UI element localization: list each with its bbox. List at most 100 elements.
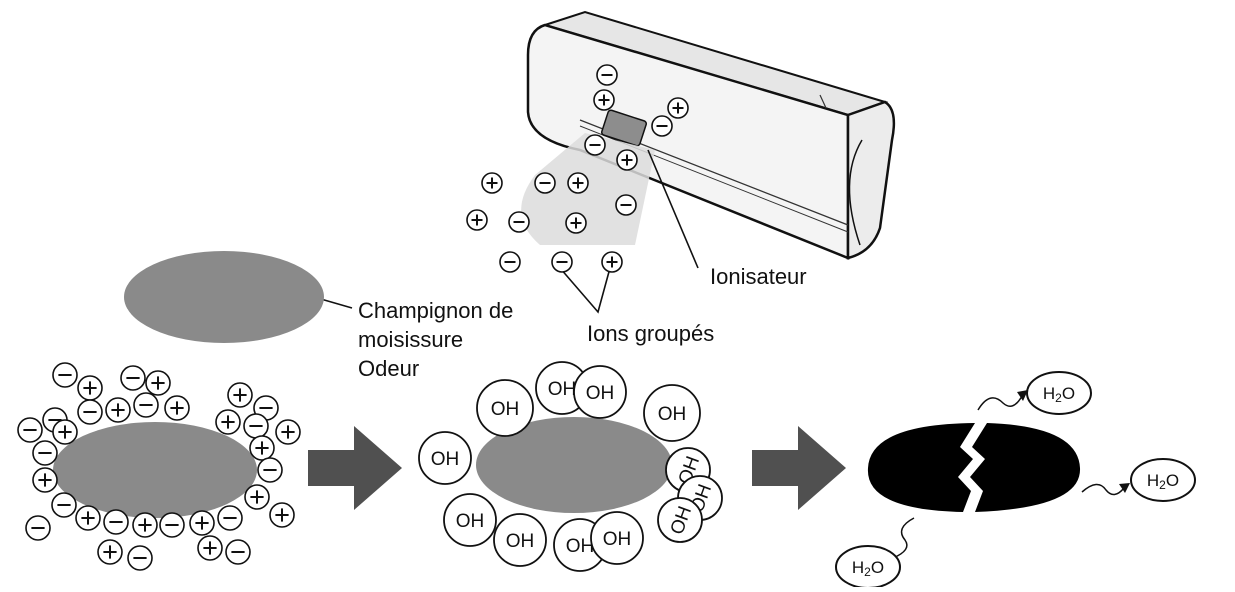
positive-ion	[593, 89, 615, 111]
positive-ion	[249, 435, 275, 461]
hydroxyl-radical: OH	[643, 384, 701, 442]
mold-spore-sample	[124, 251, 324, 343]
clustered-ions-label: Ions groupés	[587, 321, 714, 346]
positive-ion	[466, 209, 488, 231]
water-arrowhead-right	[1119, 483, 1130, 493]
positive-ion	[565, 212, 587, 234]
mold-label-line-2: moisissure	[358, 327, 463, 352]
stage1-ion-cluster	[17, 362, 301, 571]
hydroxyl-label: OH	[431, 449, 460, 470]
negative-ion	[225, 539, 251, 565]
negative-ion	[133, 392, 159, 418]
hydroxyl-label: OH	[548, 379, 577, 400]
water-label: H2O	[852, 558, 884, 579]
hydroxyl-radical: OH	[573, 365, 627, 419]
positive-ion	[567, 172, 589, 194]
negative-ion	[52, 362, 78, 388]
positive-ion	[77, 375, 103, 401]
water-arrow-top	[977, 395, 1023, 411]
positive-ion	[32, 467, 58, 493]
negative-ion	[32, 440, 58, 466]
negative-ion	[127, 545, 153, 571]
mold-label-line-1: Champignon de	[358, 298, 513, 323]
positive-ion	[97, 539, 123, 565]
water-molecule: H2O	[835, 545, 901, 589]
negative-ion	[120, 365, 146, 391]
positive-ion	[601, 251, 623, 273]
positive-ion	[105, 397, 131, 423]
hydroxyl-label: OH	[566, 536, 595, 557]
hydroxyl-label: OH	[586, 383, 615, 404]
positive-ion	[164, 395, 190, 421]
positive-ion	[52, 419, 78, 445]
negative-ion	[159, 512, 185, 538]
positive-ion	[75, 505, 101, 531]
negative-ion	[103, 509, 129, 535]
positive-ion	[667, 97, 689, 119]
hydroxyl-label: OH	[491, 399, 520, 420]
water-arrow-right	[1081, 483, 1125, 496]
ions-leader-line	[559, 267, 611, 314]
positive-ion	[616, 149, 638, 171]
negative-ion	[651, 115, 673, 137]
process-arrow-1	[308, 426, 402, 510]
mold-with-ions	[53, 422, 257, 518]
negative-ion	[534, 172, 556, 194]
unit-end-curve	[848, 139, 863, 246]
positive-ion	[189, 510, 215, 536]
negative-ion	[17, 417, 43, 443]
water-label: H2O	[1147, 471, 1179, 492]
unit-seam	[819, 94, 827, 109]
hydroxyl-radical: OH	[493, 513, 547, 567]
negative-ion	[243, 413, 269, 439]
hydroxyl-radical: OH	[590, 511, 644, 565]
positive-ion	[197, 535, 223, 561]
destroyed-mold-right	[970, 423, 1081, 512]
negative-ion	[25, 515, 51, 541]
hydroxyl-label: OH	[603, 529, 632, 550]
negative-ion	[584, 134, 606, 156]
water-arrow-bottom	[892, 517, 915, 559]
mold-with-oh	[476, 417, 672, 513]
negative-ion	[51, 492, 77, 518]
positive-ion	[132, 512, 158, 538]
hydroxyl-label: OH	[658, 404, 687, 425]
emitted-ion-group	[466, 64, 689, 273]
negative-ion	[615, 194, 637, 216]
positive-ion	[215, 409, 241, 435]
positive-ion	[145, 370, 171, 396]
positive-ion	[227, 382, 253, 408]
positive-ion	[481, 172, 503, 194]
unit-end-cap	[846, 100, 896, 260]
destroyed-mold-left	[867, 423, 975, 512]
ionizer-device	[600, 109, 648, 147]
negative-ion	[551, 251, 573, 273]
negative-ion	[596, 64, 618, 86]
negative-ion	[77, 399, 103, 425]
hydroxyl-radical: OH	[418, 431, 472, 485]
process-arrow-2	[752, 426, 846, 510]
negative-ion	[217, 505, 243, 531]
negative-ion	[499, 251, 521, 273]
mold-label-line-3: Odeur	[358, 356, 419, 381]
hydroxyl-radical: OH	[657, 497, 703, 543]
hydroxyl-label: OH	[506, 531, 535, 552]
water-molecule: H2O	[1026, 371, 1092, 415]
hydroxyl-radical: OH	[476, 379, 534, 437]
water-release-arrows	[892, 395, 1125, 559]
water-arrowhead-top	[1017, 390, 1028, 401]
negative-ion	[257, 457, 283, 483]
negative-ion	[508, 211, 530, 233]
ionizer-leader-line	[647, 149, 699, 269]
positive-ion	[269, 502, 295, 528]
water-molecule-group: H2O H2O H2O	[835, 371, 1196, 589]
water-label: H2O	[1043, 384, 1075, 405]
ionizer-label: Ionisateur	[710, 264, 807, 289]
hydroxyl-label: OH	[456, 511, 485, 532]
positive-ion	[244, 484, 270, 510]
water-molecule: H2O	[1130, 458, 1196, 502]
positive-ion	[275, 419, 301, 445]
